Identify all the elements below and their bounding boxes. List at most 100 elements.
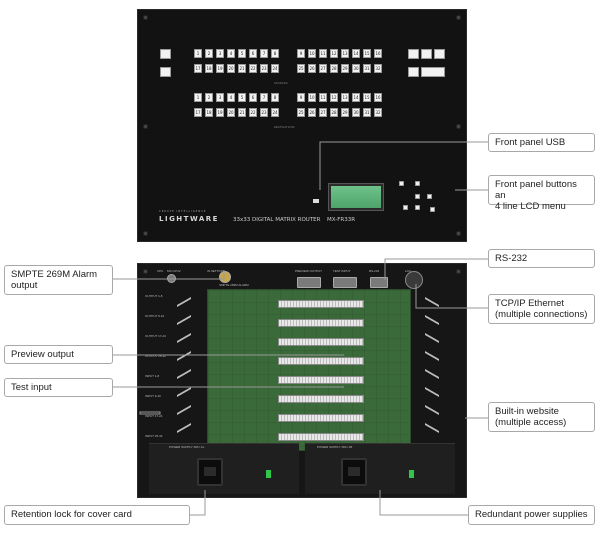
lcd-menu-button[interactable] [403, 205, 408, 210]
callout-front-usb: Front panel USB [488, 133, 595, 152]
port-button-src-28[interactable]: 28 [330, 64, 338, 73]
port-button-dst-26[interactable]: 26 [308, 108, 316, 117]
port-button-src-15[interactable]: 15 [363, 49, 371, 58]
port-button-dst-22[interactable]: 22 [249, 108, 257, 117]
port-button-label: 19 [217, 110, 223, 115]
port-button-dst-3[interactable]: 3 [216, 93, 224, 102]
port-button-dst-25[interactable]: 25 [297, 108, 305, 117]
port-button-src-27[interactable]: 27 [319, 64, 327, 73]
port-button-src-26[interactable]: 26 [308, 64, 316, 73]
cooling-fin [425, 314, 439, 326]
port-button-src-24[interactable]: 24 [271, 64, 279, 73]
callout-retention: Retention lock for cover card [4, 505, 190, 525]
port-button-dst-31[interactable]: 31 [363, 108, 371, 117]
control-button[interactable] [160, 67, 171, 77]
port-button-dst-2[interactable]: 2 [205, 93, 213, 102]
port-button-dst-6[interactable]: 6 [249, 93, 257, 102]
lcd-menu-button[interactable] [430, 207, 435, 212]
port-button-src-10[interactable]: 10 [308, 49, 316, 58]
port-button-src-21[interactable]: 21 [238, 64, 246, 73]
preview-output-connector [297, 277, 321, 288]
port-button-src-31[interactable]: 31 [363, 64, 371, 73]
port-button-label: 9 [299, 95, 303, 100]
rear-top-label: PREVIEW OUTPUT [295, 269, 323, 273]
port-button-src-32[interactable]: 32 [374, 64, 382, 73]
port-button-src-1[interactable]: 1 [194, 49, 202, 58]
port-button-dst-23[interactable]: 23 [260, 108, 268, 117]
port-button-dst-7[interactable]: 7 [260, 93, 268, 102]
lcd-menu-button[interactable] [427, 194, 432, 199]
port-button-src-13[interactable]: 13 [341, 49, 349, 58]
port-button-dst-15[interactable]: 15 [363, 93, 371, 102]
port-button-src-17[interactable]: 17 [194, 64, 202, 73]
control-button[interactable] [434, 49, 445, 59]
port-button-dst-28[interactable]: 28 [330, 108, 338, 117]
port-button-src-9[interactable]: 9 [297, 49, 305, 58]
port-button-dst-12[interactable]: 12 [330, 93, 338, 102]
screw [456, 269, 461, 274]
port-button-dst-11[interactable]: 11 [319, 93, 327, 102]
port-button-src-3[interactable]: 3 [216, 49, 224, 58]
cooling-fin [177, 422, 191, 434]
rear-slot-label: OUTPUT 1-8 [145, 294, 163, 298]
port-button-dst-19[interactable]: 19 [216, 108, 224, 117]
port-button-src-29[interactable]: 29 [341, 64, 349, 73]
lcd-menu-button[interactable] [415, 194, 420, 199]
port-button-src-19[interactable]: 19 [216, 64, 224, 73]
brand-logo: LIGHTWARE [159, 215, 219, 223]
port-button-dst-14[interactable]: 14 [352, 93, 360, 102]
port-button-src-8[interactable]: 8 [271, 49, 279, 58]
port-button-dst-10[interactable]: 10 [308, 93, 316, 102]
port-button-dst-24[interactable]: 24 [271, 108, 279, 117]
port-button-src-11[interactable]: 11 [319, 49, 327, 58]
lcd-menu-button[interactable] [415, 181, 420, 186]
port-button-dst-17[interactable]: 17 [194, 108, 202, 117]
port-button-label: 1 [196, 95, 200, 100]
port-button-src-20[interactable]: 20 [227, 64, 235, 73]
port-button-label: 22 [250, 66, 256, 71]
control-button[interactable] [160, 49, 171, 59]
port-button-src-25[interactable]: 25 [297, 64, 305, 73]
port-button-label: 32 [375, 110, 381, 115]
control-button[interactable] [421, 49, 432, 59]
port-button-src-23[interactable]: 23 [260, 64, 268, 73]
port-button-src-16[interactable]: 16 [374, 49, 382, 58]
port-button-dst-9[interactable]: 9 [297, 93, 305, 102]
power-switch[interactable] [266, 470, 271, 478]
port-button-src-6[interactable]: 6 [249, 49, 257, 58]
port-button-label: 26 [309, 66, 315, 71]
screw [143, 231, 148, 236]
control-button[interactable] [408, 67, 419, 77]
port-button-dst-1[interactable]: 1 [194, 93, 202, 102]
port-button-label: 16 [375, 95, 381, 100]
port-button-dst-4[interactable]: 4 [227, 93, 235, 102]
lcd-menu-button[interactable] [415, 205, 420, 210]
port-button-src-30[interactable]: 30 [352, 64, 360, 73]
port-button-dst-16[interactable]: 16 [374, 93, 382, 102]
port-button-label: 27 [320, 66, 326, 71]
port-button-src-22[interactable]: 22 [249, 64, 257, 73]
port-button-dst-32[interactable]: 32 [374, 108, 382, 117]
control-button[interactable] [421, 67, 445, 77]
port-button-dst-18[interactable]: 18 [205, 108, 213, 117]
port-button-dst-21[interactable]: 21 [238, 108, 246, 117]
port-button-dst-30[interactable]: 30 [352, 108, 360, 117]
port-button-src-2[interactable]: 2 [205, 49, 213, 58]
port-button-dst-29[interactable]: 29 [341, 108, 349, 117]
port-button-src-12[interactable]: 12 [330, 49, 338, 58]
port-button-dst-20[interactable]: 20 [227, 108, 235, 117]
port-button-src-4[interactable]: 4 [227, 49, 235, 58]
port-button-src-5[interactable]: 5 [238, 49, 246, 58]
port-button-dst-27[interactable]: 27 [319, 108, 327, 117]
port-button-dst-5[interactable]: 5 [238, 93, 246, 102]
port-button-src-18[interactable]: 18 [205, 64, 213, 73]
port-button-label: 17 [195, 110, 201, 115]
power-switch[interactable] [409, 470, 414, 478]
port-button-dst-13[interactable]: 13 [341, 93, 349, 102]
port-button-src-7[interactable]: 7 [260, 49, 268, 58]
port-button-dst-8[interactable]: 8 [271, 93, 279, 102]
port-button-src-14[interactable]: 14 [352, 49, 360, 58]
cooling-fin [177, 314, 191, 326]
lcd-menu-button[interactable] [399, 181, 404, 186]
control-button[interactable] [408, 49, 419, 59]
